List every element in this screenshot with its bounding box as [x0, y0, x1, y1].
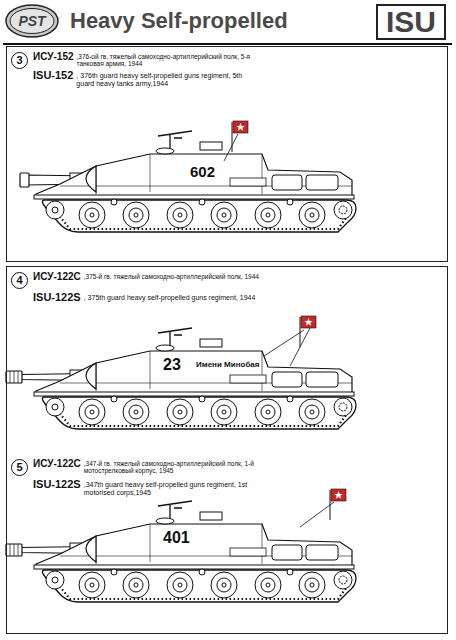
isu-122s-drawing	[6, 501, 356, 602]
logo-text: PST	[5, 4, 59, 38]
slogan-marking: Имени Минобая	[196, 361, 259, 369]
variant-name-ru: ИСУ-122С	[33, 458, 81, 470]
variant-name: ISU-122S	[33, 478, 81, 491]
unit-caption: , 375th guard heavy self-propelled guns …	[84, 294, 344, 302]
hull-number: 401	[163, 530, 190, 546]
unit-caption: , 376th guard heavy self-propelled guns …	[76, 72, 258, 88]
variant-name-ru: ИСУ-122С	[33, 271, 81, 283]
callout-number: 5	[11, 459, 28, 476]
logo-oval: PST	[5, 4, 59, 38]
variant-name: ISU-152	[33, 69, 73, 82]
leader-line	[264, 330, 304, 356]
sheet-title: Heavy Self-propelled	[70, 10, 288, 32]
flag-marking	[232, 121, 248, 152]
leader-line	[300, 502, 334, 527]
callout-text: 5	[12, 460, 27, 475]
hull-number: 602	[190, 164, 215, 179]
unit-caption-ru: ,375-й гв. тяжелый самоходно-артиллерийс…	[84, 273, 314, 280]
callout-number: 3	[11, 52, 28, 69]
isu-122s-drawing	[6, 328, 356, 429]
unit-caption-ru: ,376-ой гв. тяжелый самоходно-артиллерий…	[77, 53, 263, 68]
title-box: ISU	[376, 4, 446, 40]
scheme-panel: ИСУ-152,376-ой гв. тяжелый самоходно-арт…	[6, 46, 448, 262]
callout-text: 3	[12, 53, 27, 68]
leader-line	[224, 134, 238, 161]
isu-152-drawing	[20, 131, 356, 232]
variant-name: ISU-122S	[33, 291, 81, 304]
variant-name-ru: ИСУ-152	[33, 51, 74, 63]
flag-marking	[330, 489, 346, 520]
leader-line	[290, 328, 310, 366]
unit-caption: ,347th guard heavy self-propelled guns r…	[84, 481, 264, 497]
hull-number: 23	[163, 357, 181, 373]
title-text: ISU	[378, 6, 444, 38]
header-rule	[3, 43, 452, 45]
scheme-panel: ИСУ-122С,375-й гв. тяжелый самоходно-арт…	[6, 266, 448, 634]
unit-caption-ru: ,347-й гв. тяжелый самоходно-артиллерийс…	[84, 460, 270, 475]
callout-number: 4	[11, 272, 28, 289]
callout-text: 4	[12, 273, 27, 288]
